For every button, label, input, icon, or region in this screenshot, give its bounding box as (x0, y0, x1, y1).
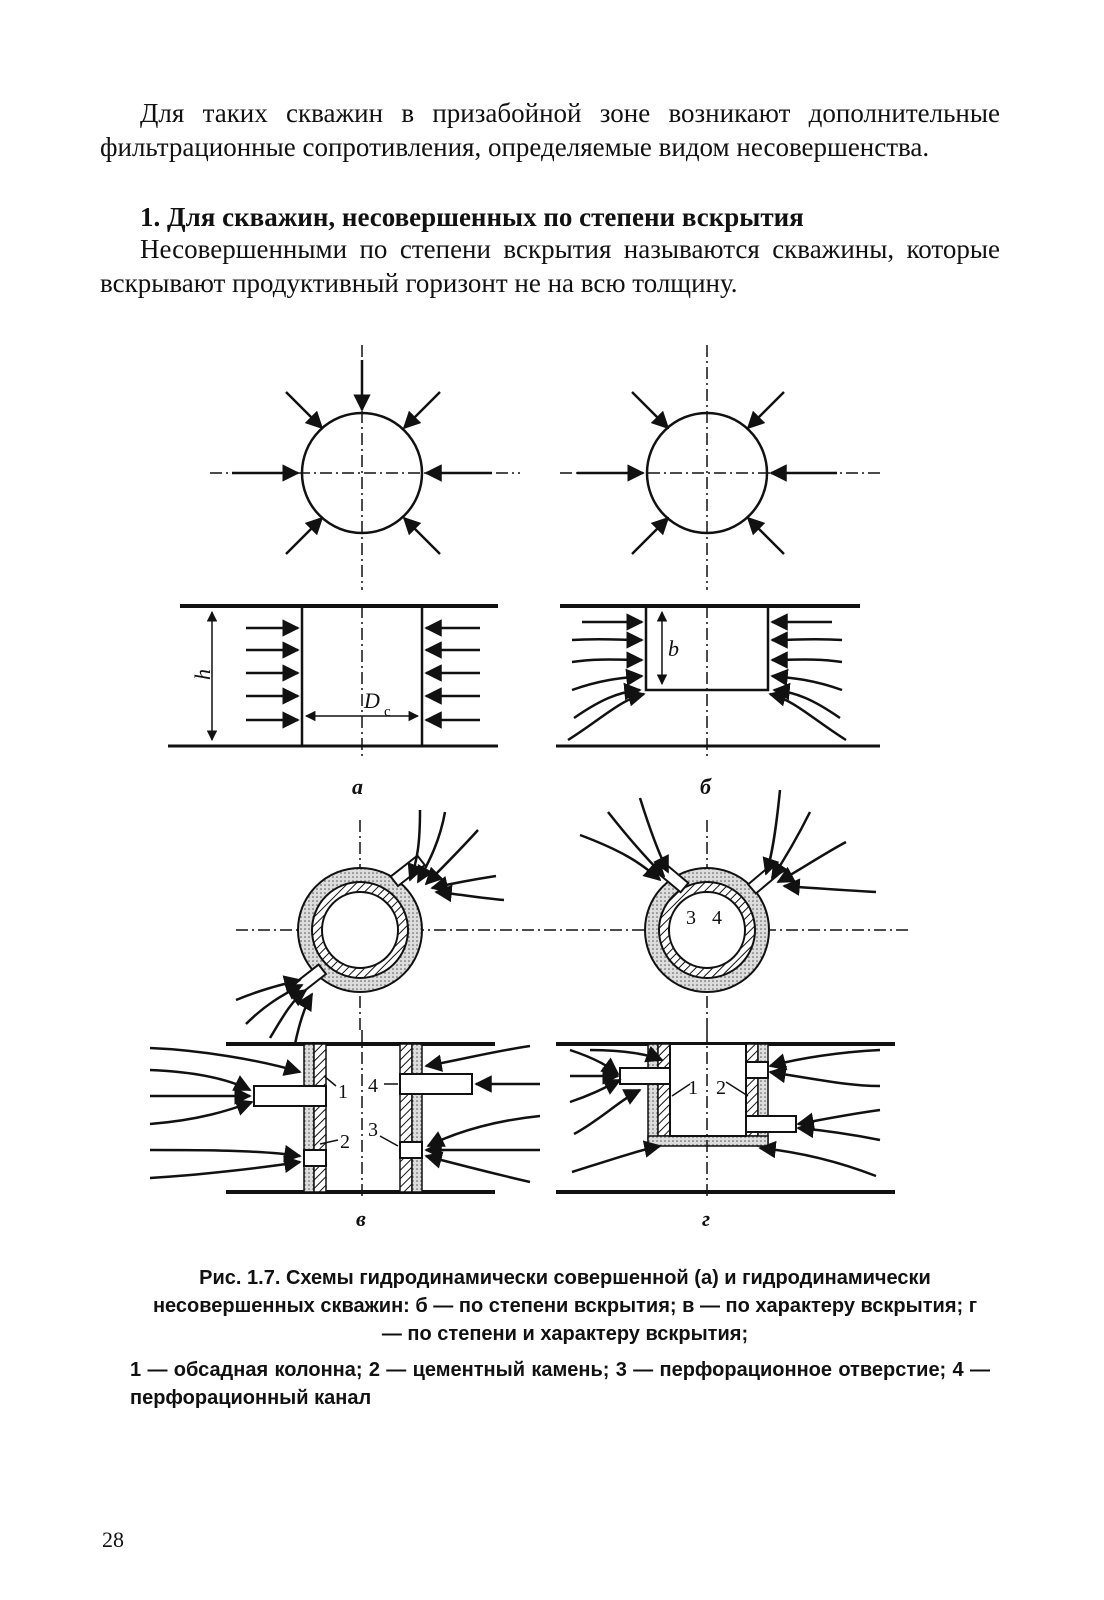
label-g-1: 1 (688, 1077, 698, 1099)
page-number: 28 (102, 1527, 124, 1552)
label-g-2: 2 (716, 1077, 726, 1099)
label-scheme-b: б (700, 774, 712, 799)
scheme-b-section (556, 604, 880, 760)
label-diameter: D (363, 688, 380, 713)
figure-legend: 1 — обсадная колонна; 2 — цементный каме… (130, 1359, 990, 1409)
label-g-4: 4 (712, 907, 722, 929)
scheme-a-plan (210, 345, 520, 590)
label-v-3: 3 (368, 1119, 378, 1141)
label-scheme-g: г (702, 1206, 710, 1231)
label-b: b (668, 636, 679, 661)
label-v-4: 4 (368, 1075, 378, 1097)
scheme-g-section (556, 1030, 895, 1200)
scheme-v-section (149, 1030, 541, 1200)
label-scheme-v: в (356, 1206, 366, 1231)
scheme-g-plan (579, 789, 877, 1030)
label-diameter-sub: c (384, 704, 391, 720)
scheme-v-plan (235, 809, 910, 1045)
paragraph-definition: Несовершенными по степени вскрытия назыв… (100, 234, 1000, 298)
label-v-2: 2 (340, 1131, 350, 1153)
paragraph-intro: Для таких скважин в призабойной зоне воз… (100, 98, 1000, 162)
well-schemes-figure: h b D c а б в г 1 4 2 3 3 4 1 2 (149, 345, 910, 1231)
label-h: h (190, 669, 215, 680)
scheme-a-section (168, 604, 498, 760)
figure-caption: Рис. 1.7. Схемы гидродинамически соверше… (152, 1267, 978, 1345)
scheme-b-plan (560, 345, 880, 590)
label-v-1: 1 (338, 1081, 348, 1103)
section-heading: 1. Для скважин, несовершенных по степени… (140, 202, 804, 232)
label-g-3: 3 (686, 907, 696, 929)
label-scheme-a: а (352, 774, 363, 799)
